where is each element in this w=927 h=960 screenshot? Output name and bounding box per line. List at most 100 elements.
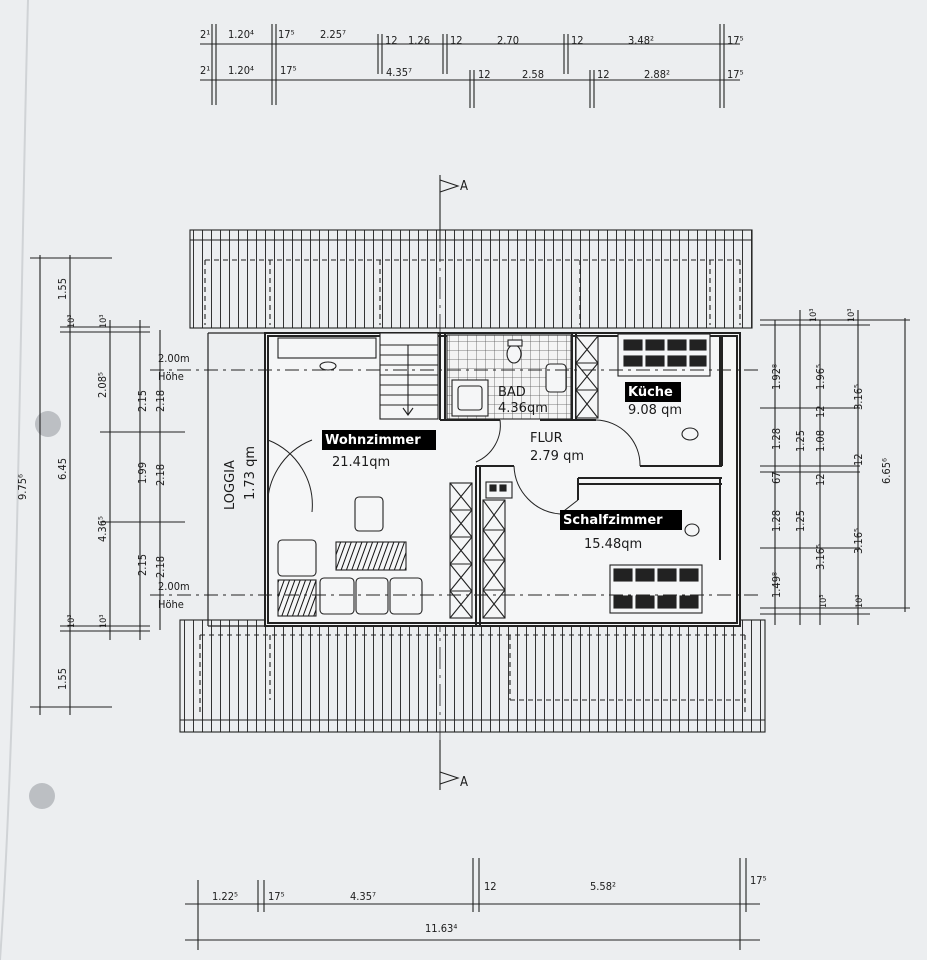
room-name-loggia: LOGGIA bbox=[223, 460, 238, 510]
right-dim: 3.16⁵ bbox=[852, 528, 865, 554]
right-dim: 1.28 bbox=[770, 510, 783, 532]
bottom-dim: 1.22⁵ bbox=[212, 890, 238, 903]
top-dim: 2.58 bbox=[522, 68, 544, 81]
hallway-wardrobe bbox=[449, 482, 473, 619]
left-dim: 2.18 bbox=[154, 390, 167, 412]
right-dim: 1.96⁵ bbox=[814, 364, 827, 390]
room-area-kueche: 9.08 qm bbox=[628, 403, 682, 418]
bottom-dim: 17⁵ bbox=[750, 874, 767, 887]
left-dim: 10³ bbox=[67, 614, 77, 628]
right-dim: 1.08 bbox=[814, 430, 827, 452]
right-dim: 12 bbox=[852, 453, 865, 466]
left-dim: 1.99 bbox=[136, 462, 149, 484]
top-dim: 4.35⁷ bbox=[386, 66, 412, 79]
staircase bbox=[379, 332, 439, 420]
top-dim: 12 bbox=[385, 34, 398, 47]
right-dim: 1.25 bbox=[794, 430, 807, 452]
bottom-dim: 4.35⁷ bbox=[350, 890, 376, 903]
top-dim: 12 bbox=[597, 68, 610, 81]
room-area-wohnzimmer: 21.41qm bbox=[332, 455, 390, 470]
left-dim: 1.55 bbox=[56, 668, 69, 690]
kitchen-stool bbox=[681, 427, 699, 441]
roof-overhang-bottom bbox=[179, 619, 766, 733]
right-dim: 1.28 bbox=[770, 428, 783, 450]
kitchen-table-set bbox=[617, 333, 711, 377]
right-dim: 10³ bbox=[809, 308, 819, 322]
left-dim: 2.18 bbox=[154, 556, 167, 578]
left-dim: 4.36⁵ bbox=[96, 516, 109, 542]
top-dim: 12 bbox=[450, 34, 463, 47]
top-dim: 17⁵ bbox=[727, 34, 744, 47]
top-dim: 17⁵ bbox=[278, 28, 295, 41]
right-dim: 10³ bbox=[819, 594, 829, 608]
top-dim: 3.48² bbox=[628, 34, 654, 47]
left-dim: 2.18 bbox=[154, 464, 167, 486]
left-dim: 10³ bbox=[67, 314, 77, 328]
room-name-kueche: Küche bbox=[628, 385, 673, 400]
door-swings bbox=[267, 419, 641, 515]
top-dim: 1.20⁴ bbox=[228, 28, 254, 41]
bottom-dim: 5.58² bbox=[590, 880, 616, 893]
punch-hole bbox=[29, 783, 55, 809]
left-dim: 9.75⁶ bbox=[16, 474, 29, 500]
right-dim: 10³ bbox=[855, 594, 865, 608]
right-dimension-chain bbox=[760, 310, 910, 625]
room-name-flur: FLUR bbox=[530, 431, 563, 446]
living-room-furniture bbox=[277, 496, 423, 617]
section-mark-label: A bbox=[460, 179, 468, 194]
top-dim: 17⁵ bbox=[727, 68, 744, 81]
kitchen-counter-top bbox=[277, 337, 377, 359]
right-dim: 3.16⁵ bbox=[814, 544, 827, 570]
bottom-total-dim: 11.63⁴ bbox=[425, 922, 457, 935]
punch-hole bbox=[35, 411, 61, 437]
top-dim: 2¹ bbox=[200, 64, 210, 77]
right-dim: 67 bbox=[770, 471, 783, 484]
left-dim: 10³ bbox=[99, 314, 109, 328]
top-dim: 1.20⁴ bbox=[228, 64, 254, 77]
right-dim: 12 bbox=[814, 473, 827, 486]
room-name-schlafzimmer: Schalfzimmer bbox=[563, 513, 663, 528]
right-dim: 1.49⁸ bbox=[770, 572, 783, 598]
height-note-value: 2.00m bbox=[158, 352, 190, 365]
room-name-bad: BAD bbox=[498, 385, 526, 400]
left-dim: 2.15 bbox=[136, 554, 149, 576]
left-dim: 2.15 bbox=[136, 390, 149, 412]
top-dimension-chain bbox=[200, 24, 740, 108]
wash-basin bbox=[545, 363, 567, 393]
right-dim: 10³ bbox=[847, 308, 857, 322]
left-dim: 2.08⁵ bbox=[96, 372, 109, 398]
toilet bbox=[506, 344, 522, 364]
room-name-wohnzimmer: Wohnzimmer bbox=[325, 433, 421, 448]
top-dim: 17⁵ bbox=[280, 64, 297, 77]
left-dim: 6.45 bbox=[56, 458, 69, 480]
roof-overhang-top bbox=[189, 229, 753, 329]
bedroom-wardrobe bbox=[482, 499, 506, 619]
top-dim: 2.88² bbox=[644, 68, 670, 81]
height-note-value: 2.00m bbox=[158, 580, 190, 593]
left-dimension-chain bbox=[30, 255, 185, 715]
right-dim: 3.16⁵ bbox=[852, 384, 865, 410]
right-dim: 6.65⁶ bbox=[880, 458, 893, 484]
bedroom-chair bbox=[684, 523, 700, 537]
kitchen-cabinets bbox=[575, 335, 599, 419]
top-dim: 2.70 bbox=[497, 34, 519, 47]
room-area-flur: 2.79 qm bbox=[530, 449, 584, 464]
top-dim: 12 bbox=[571, 34, 584, 47]
top-dim: 2.25⁷ bbox=[320, 28, 346, 41]
left-dim: 1.55 bbox=[56, 278, 69, 300]
room-area-loggia: 1.73 qm bbox=[243, 446, 258, 500]
top-dim: 12 bbox=[478, 68, 491, 81]
height-note-label: Höhe bbox=[158, 370, 184, 383]
bottom-dim: 12 bbox=[484, 880, 497, 893]
right-dim: 1.92⁸ bbox=[770, 364, 783, 390]
section-mark-label: A bbox=[460, 775, 468, 790]
room-area-schlafzimmer: 15.48qm bbox=[584, 537, 642, 552]
bed bbox=[609, 564, 703, 614]
right-dim: 1.25 bbox=[794, 510, 807, 532]
bottom-dimension-chain bbox=[185, 858, 760, 950]
top-dim: 2¹ bbox=[200, 28, 210, 41]
height-note-label: Höhe bbox=[158, 598, 184, 611]
top-dim: 1.26 bbox=[408, 34, 430, 47]
room-area-bad: 4.36qm bbox=[498, 401, 548, 416]
